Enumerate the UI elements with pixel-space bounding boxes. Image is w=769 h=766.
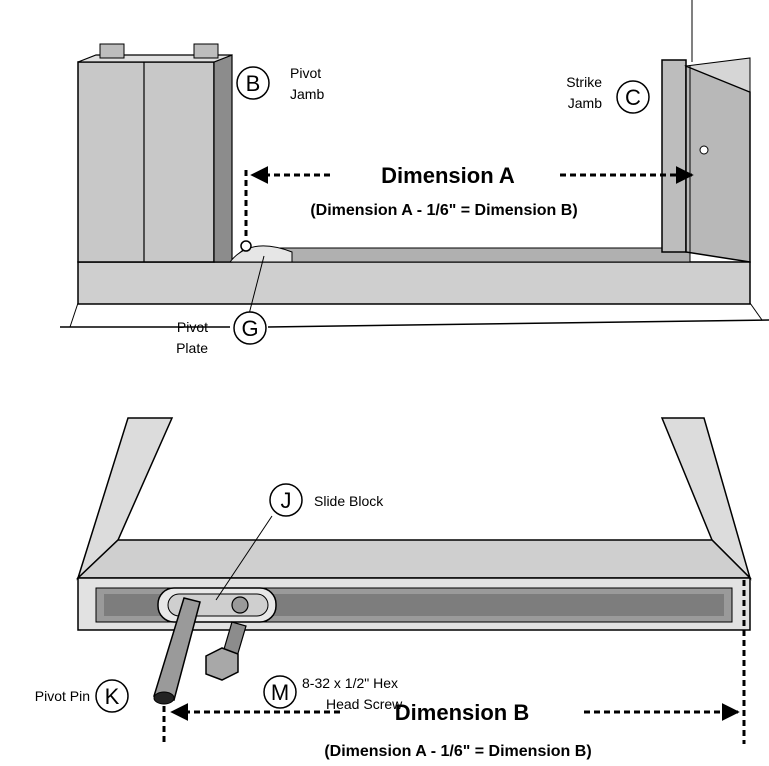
dimension-a-formula: (Dimension A - 1/6" = Dimension B) [310, 202, 577, 219]
pivot-plate-label-line2: Plate [176, 340, 208, 356]
pivot-pin-label: Pivot Pin [35, 688, 90, 704]
pivot-plate-screw [240, 240, 252, 252]
callout-k [95, 679, 129, 713]
strike-jamb-label-line2: Jamb [568, 95, 602, 111]
hex-screw-label-line1: 8-32 x 1/2" Hex [302, 675, 398, 691]
sill-top-surface [228, 247, 691, 263]
callout-m-letter: M [271, 680, 289, 705]
top-illustration: Dimension A (Dimension A - 1/6" = Dimens… [60, 0, 769, 356]
pivot-plate-leader [247, 255, 265, 319]
bottom-rail-top [76, 539, 752, 579]
callout-m [263, 675, 297, 709]
callout-g [233, 311, 267, 345]
callout-b-letter: B [246, 71, 261, 96]
callout-g-letter: G [241, 316, 258, 341]
callout-c-letter: C [625, 85, 641, 110]
floor-edge-left [69, 302, 79, 328]
dimension-b-label: Dimension B [395, 700, 529, 725]
callout-k-letter: K [105, 684, 120, 709]
floor-line-right [267, 319, 769, 328]
callout-c [616, 80, 650, 114]
hex-screw-label-line2: Head Screw [326, 696, 403, 712]
slide-block-leader [215, 515, 273, 601]
callout-j-letter: J [281, 488, 292, 513]
strike-jamb [661, 0, 751, 263]
hex-screw [205, 621, 247, 681]
slide-block-label: Slide Block [314, 493, 384, 509]
pivot-jamb-label-line1: Pivot [290, 65, 321, 81]
strike-jamb-label-line1: Strike [566, 74, 602, 90]
pivot-plate-label-line1: Pivot [177, 319, 208, 335]
base-sill [77, 261, 751, 305]
pivot-pin-tip [153, 691, 175, 705]
pivot-jamb [77, 43, 233, 263]
pivot-jamb-label-line2: Jamb [290, 86, 324, 102]
callout-j [269, 483, 303, 517]
callout-b [236, 66, 270, 100]
floor-edge-right [749, 302, 763, 321]
bottom-illustration: J Slide Block K Pivot Pin M 8-32 x 1/2" … [35, 417, 752, 760]
slide-block [157, 587, 277, 623]
dimension-a-label: Dimension A [381, 163, 515, 188]
dimension-b-formula: (Dimension A - 1/6" = Dimension B) [324, 743, 591, 760]
